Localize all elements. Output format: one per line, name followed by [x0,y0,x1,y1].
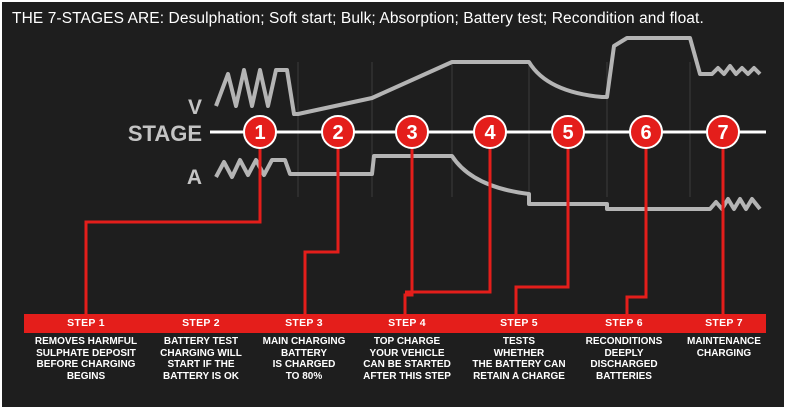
svg-text:7: 7 [717,122,728,144]
step-label-2: STEP 2 [182,317,220,329]
voltage-curve [214,36,762,116]
step-description-6: RECONDITIONS DEEPLY DISCHARGED BATTERIES [585,336,663,382]
step-description-1: REMOVES HARMFUL SULPHATE DEPOSIT BEFORE … [34,336,138,382]
stage-marker-5: 5 [551,115,585,149]
diagram-title: THE 7-STAGES ARE: Desulphation; Soft sta… [12,10,704,27]
step-label-3: STEP 3 [285,317,323,329]
svg-text:4: 4 [484,122,496,144]
step-description-5: TESTS WHETHER THE BATTERY CAN RETAIN A C… [472,336,566,382]
stage-marker-4: 4 [473,115,507,149]
steps-bar: STEP 1 STEP 2 STEP 3 STEP 4 STEP 5 STEP … [24,314,766,333]
voltage-axis-label: V [188,96,202,119]
stage-marker-3: 3 [395,115,429,149]
step-label-1: STEP 1 [67,317,105,329]
connector-5 [514,132,570,314]
svg-text:6: 6 [640,122,651,144]
stage-marker-6: 6 [629,115,663,149]
svg-text:1: 1 [254,122,265,144]
stage-markers: 1 2 3 4 5 6 7 [243,115,740,149]
step-description-7: MAINTENANCE CHARGING [687,336,761,359]
stage-marker-7: 7 [706,115,740,149]
stage-connectors [84,132,725,314]
stage-marker-1: 1 [243,115,277,149]
svg-text:5: 5 [562,122,573,144]
connector-6 [625,132,648,314]
connector-1 [84,132,262,314]
step-description-3: MAIN CHARGING BATTERY IS CHARGED TO 80% [262,336,346,382]
stage-axis-label: STAGE [128,121,202,146]
step-description-2: BATTERY TEST CHARGING WILL START IF THE … [160,336,242,382]
svg-text:3: 3 [406,122,417,144]
connector-2 [303,132,340,314]
stage-marker-2: 2 [321,115,355,149]
step-label-5: STEP 5 [500,317,538,329]
connector-3 [403,132,414,314]
step-label-4: STEP 4 [388,317,426,329]
step-label-6: STEP 6 [605,317,643,329]
step-description-4: TOP CHARGE YOUR VEHICLE CAN BE STARTED A… [363,336,451,382]
connector-4 [405,132,492,294]
step-label-7: STEP 7 [705,317,743,329]
current-axis-label: A [187,166,202,189]
svg-text:2: 2 [332,122,343,144]
